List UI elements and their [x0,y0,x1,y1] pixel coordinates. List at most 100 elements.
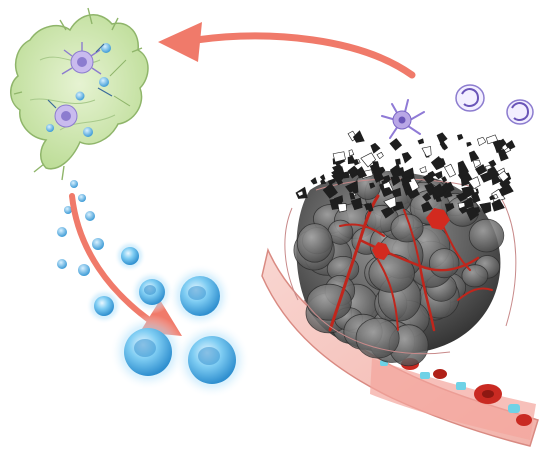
immune-cell-icon [121,247,139,265]
tumor-cell [296,223,333,263]
dendritic-cell-node-2 [54,104,78,128]
debris-fragment [376,151,384,160]
debris-fragment [458,193,465,200]
debris-fragment [460,173,475,187]
immune-cell-icon [83,127,93,137]
debris-fragment [332,151,346,163]
debris-fragment [470,191,481,204]
debris-fragment [444,163,456,178]
debris-fragment [474,164,487,176]
debris-fragment [348,149,355,157]
debris-fragment [355,166,368,179]
debris-fragment [327,178,336,186]
tumor-cell [390,213,424,243]
debris-fragment [491,198,505,212]
debris-fragment [320,178,327,185]
immune-cell-icon [99,77,109,87]
dendritic-cell-node [61,42,102,75]
debris-fragment [489,194,496,201]
tumor-cell [355,317,400,359]
tumor-cell [306,283,352,321]
debris-fragment [349,192,356,200]
debris-fragment [373,174,381,183]
curved-arrow-left [158,22,416,79]
debris-fragment [319,174,326,181]
debris-fragment [424,183,435,196]
debris-fragment [390,175,401,187]
debris-fragment [472,159,481,169]
red-blood-cells [401,358,532,426]
debris-fragment [401,152,412,164]
dendritic-cell [381,99,425,139]
tumor-blood-pool [372,242,390,260]
debris-fragment [457,134,464,141]
debris-fragment [382,175,391,184]
immune-cell-icon [94,296,114,316]
debris-fragment [422,192,432,202]
debris-fragment [296,190,304,197]
debris-fragment [427,170,437,179]
debris-fragment [458,205,468,214]
debris-fragment [421,201,433,213]
tumor-cell [461,264,489,288]
debris-fragment [430,183,445,198]
immune-cell-stream [57,180,104,276]
debris-fragment [369,182,376,189]
debris-fragment [333,195,344,204]
debris-fragment [433,170,443,180]
debris-fragment [350,197,363,211]
debris-fragment [383,196,397,209]
debris-fragment [498,182,514,197]
debris-fragment [444,203,455,213]
debris-fragment [389,163,403,177]
immune-cell-icon [46,124,54,132]
debris-fragment [466,141,472,147]
debris-fragment [403,176,412,184]
debris-fragment [347,165,361,179]
tumor-cell [429,248,460,279]
debris-fragment [378,166,386,175]
debris-fragment [322,183,338,199]
debris-fragment [467,176,481,190]
immune-cell-icon [101,43,111,53]
activated-immune-cells [86,240,250,398]
debris-fragment [395,158,401,165]
debris-fragment [479,202,492,214]
debris-fragment [389,138,403,151]
tumor-blood-pool [426,208,450,230]
debris-fragment [353,159,360,166]
debris-fragment [370,142,381,154]
tumor-cell [468,218,505,253]
debris-fragment [477,136,487,147]
debris-fragment [337,203,348,213]
debris-fragment [488,159,497,168]
debris-fragment [436,132,448,145]
debris-fragment [486,134,499,145]
antigen-debris [295,130,516,221]
debris-fragment [487,166,500,180]
debris-fragment [421,146,432,158]
macrophage [455,84,485,112]
debris-fragment [504,146,512,154]
immune-cell-icon [75,91,85,101]
debris-fragment [398,167,405,174]
macrophage-2 [506,99,534,125]
debris-fragment [461,185,476,199]
debris-fragment [383,187,394,198]
debris-fragment [380,206,395,219]
debris-fragment [417,138,425,145]
lymph-node [10,7,149,181]
tumor-mass [293,171,505,367]
debris-fragment [365,202,374,212]
debris-fragment [331,171,345,184]
debris-fragment [441,176,448,183]
debris-fragment [360,152,376,168]
debris-fragment [419,166,427,173]
debris-fragment [493,193,499,200]
debris-fragment [430,155,445,171]
debris-fragment [310,177,318,185]
debris-fragment [352,130,365,143]
debris-fragment [442,144,448,151]
debris-fragment [497,170,510,183]
